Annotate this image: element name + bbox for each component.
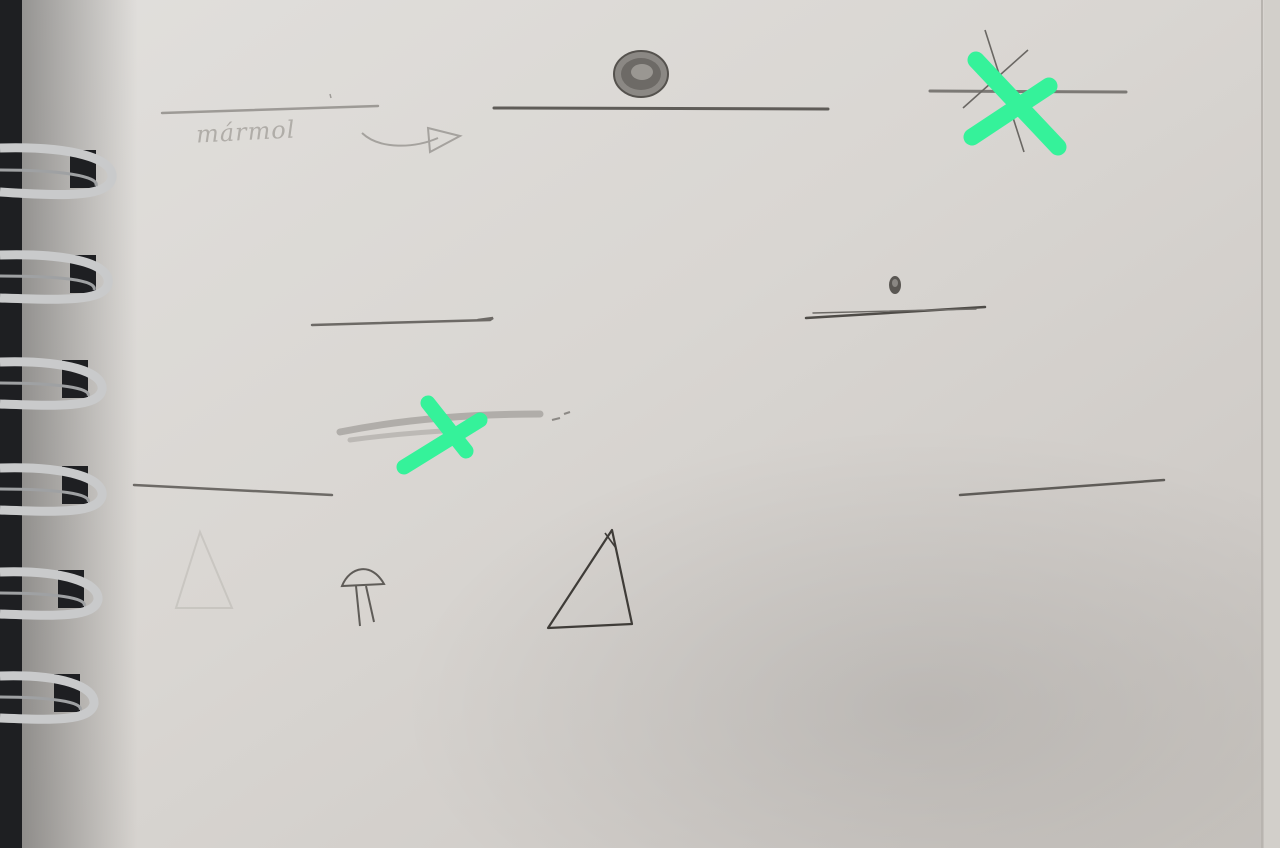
binder-ring [0, 250, 113, 304]
mushroom-arrow-icon [340, 568, 386, 627]
binder-ring [0, 143, 117, 200]
binder-ring [0, 357, 107, 410]
scene-2-ball-on-line [492, 50, 830, 111]
triangle-icon [546, 528, 634, 630]
scene-1-line [160, 93, 380, 115]
arrow-right-icon [361, 126, 463, 154]
binder-ring [0, 671, 99, 724]
x-mark-icon [963, 51, 1067, 156]
x-mark-icon [396, 395, 488, 475]
binder-ring [0, 463, 107, 516]
faint-triangle-icon [174, 529, 234, 609]
scene-5-small-ball-on-line [804, 276, 987, 320]
scene-8-line [958, 478, 1166, 497]
binder-rings [0, 143, 117, 724]
scene-4-line [310, 316, 494, 327]
scene-7-line [132, 483, 334, 497]
binder-ring [0, 567, 103, 620]
